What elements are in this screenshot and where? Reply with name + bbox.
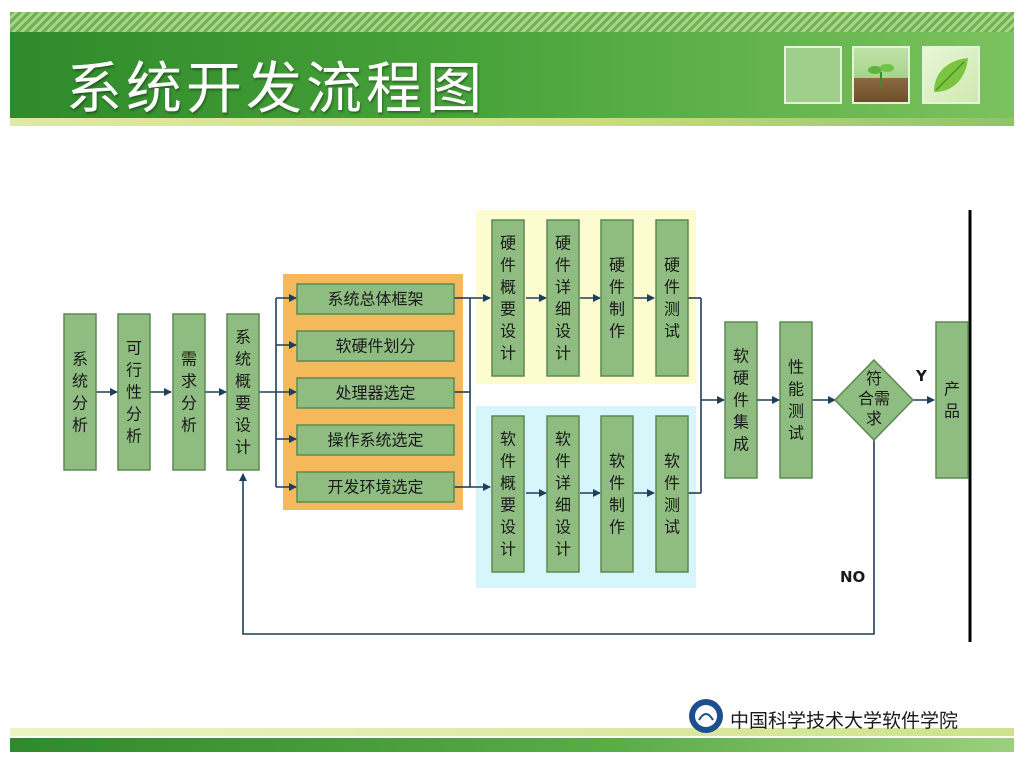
hardware-step-4: 硬件测试 [655, 219, 689, 377]
hardware-step-1-label: 硬件概要设计 [500, 234, 516, 363]
design-task-2: 软硬件划分 [296, 330, 455, 362]
footer-bar [10, 738, 1014, 752]
performance-test-box-label: 性能测试 [788, 358, 804, 443]
footer-underline [10, 728, 1014, 736]
product-box: 产品 [935, 321, 969, 479]
integration-box: 软硬件集成 [724, 321, 758, 479]
software-step-2: 软件详细设计 [546, 415, 580, 573]
stage-s3: 需求分析 [172, 313, 206, 471]
product-box-label: 产品 [944, 380, 960, 421]
integration-box-label: 软硬件集成 [733, 347, 749, 454]
leaf-image [922, 46, 980, 104]
design-task-5: 开发环境选定 [296, 471, 455, 503]
title-bar [10, 32, 1014, 118]
feedback-loop-line [239, 440, 875, 635]
performance-test-box: 性能测试 [779, 321, 813, 479]
software-step-4: 软件测试 [655, 415, 689, 573]
design-task-1-label: 系统总体框架 [327, 290, 423, 309]
hardware-step-2-label: 硬件详细设计 [555, 234, 571, 363]
design-task-4: 操作系统选定 [296, 424, 455, 456]
design-task-3: 处理器选定 [296, 377, 455, 409]
decision-diamond: 符合需求 [833, 358, 915, 442]
hardware-step-2: 硬件详细设计 [546, 219, 580, 377]
connector-lines [96, 294, 935, 635]
design-task-4-label: 操作系统选定 [327, 431, 423, 450]
header-stripe [10, 12, 1014, 32]
stage-s2: 可行性分析 [117, 313, 151, 471]
hardware-step-3: 硬件制作 [600, 219, 634, 377]
design-task-2-label: 软硬件划分 [335, 337, 415, 356]
institution-name: 中国科学技术大学软件学院 [730, 710, 959, 732]
decision-label: 符合需求 [858, 369, 890, 428]
design-task-1: 系统总体框架 [296, 283, 455, 315]
leaf-icon [934, 58, 968, 92]
yes-label: Y [915, 367, 928, 385]
software-step-3: 软件制作 [600, 415, 634, 573]
software-step-1: 软件概要设计 [491, 415, 525, 573]
software-step-1-label: 软件概要设计 [500, 430, 516, 559]
design-task-3-label: 处理器选定 [335, 384, 415, 403]
sprout-icon [868, 64, 894, 88]
stage-s1: 系统分析 [63, 313, 97, 471]
hardware-step-4-label: 硬件测试 [664, 256, 680, 341]
software-step-4-label: 软件测试 [664, 452, 680, 537]
hardware-step-3-label: 硬件制作 [609, 256, 625, 341]
stage-s1-label: 系统分析 [72, 350, 88, 435]
software-step-3-label: 软件制作 [609, 452, 625, 537]
hardware-step-1: 硬件概要设计 [491, 219, 525, 377]
stage-s4-label: 系统概要设计 [235, 328, 251, 457]
university-logo-icon [689, 699, 723, 733]
title-underline [10, 118, 1014, 126]
sprout-image [852, 46, 910, 104]
no-label: NO [840, 568, 865, 586]
stage-s4: 系统概要设计 [226, 313, 260, 471]
design-task-5-label: 开发环境选定 [327, 478, 423, 497]
flow-boxes: 系统分析 可行性分析 需求分析 系统概要设计 系统总体框架软硬件划分处理器选定操作系统选… [63, 219, 969, 586]
slide-title: 系统开发流程图 [66, 57, 486, 122]
software-step-2-label: 软件详细设计 [555, 430, 571, 559]
stage-s2-label: 可行性分析 [126, 339, 142, 446]
decor-thumb-plain [784, 46, 842, 104]
stage-s3-label: 需求分析 [181, 350, 197, 435]
